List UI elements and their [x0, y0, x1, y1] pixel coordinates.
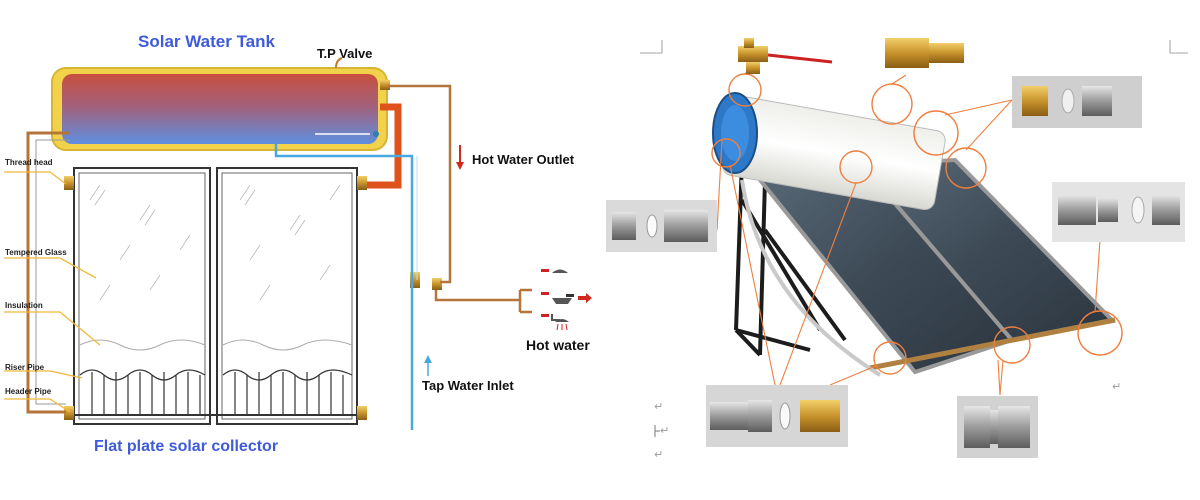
- part-label-riser-pipe: Riser Pipe: [5, 363, 45, 372]
- fitting-bottom-right: [357, 406, 367, 420]
- cold-inlet-pipe: [274, 144, 414, 430]
- collector-panel-right: [216, 167, 358, 425]
- return-pipe-left: [26, 131, 70, 414]
- arrow-right-icon: [578, 293, 592, 303]
- riser-pipes: [79, 369, 353, 415]
- return-mark: ↵: [1112, 380, 1122, 393]
- panel-bottom-header: [869, 317, 1116, 371]
- return-mark: ↵: [660, 424, 670, 437]
- fitting-top-right: [357, 176, 367, 190]
- fitting-bottom-left: [64, 406, 74, 420]
- fitting-tee-2: [432, 278, 442, 290]
- part-leader-lines: [4, 171, 101, 413]
- part-label-insulation: Insulation: [5, 301, 43, 310]
- part-label-tempered-glass: Tempered Glass: [5, 248, 67, 257]
- hot-outlet-label: Hot Water Outlet: [472, 152, 575, 167]
- text-cursor-mark: [654, 425, 660, 437]
- shower-icon: [541, 314, 569, 331]
- fitting-photo-mid-right: [1052, 182, 1185, 242]
- glass-reflection-lines: [89, 184, 341, 301]
- hot-outlet-pipe: [388, 84, 452, 284]
- fitting-photo-bottom-right: [957, 396, 1038, 458]
- fitting-tee: [410, 272, 420, 288]
- hot-water-label: Hot water: [526, 337, 590, 353]
- tap-manifold: [518, 288, 532, 314]
- fitting-photo-mid-left: [606, 200, 717, 252]
- callout-circles: [711, 73, 1123, 375]
- tp-valve-photo: [738, 38, 833, 74]
- return-mark: ↵: [654, 400, 664, 413]
- water-tank: [51, 67, 388, 151]
- return-mark: ↵: [654, 448, 664, 461]
- hot-pipe-collector: [367, 103, 402, 189]
- collector-panel-left: [73, 167, 211, 425]
- fitting-tank-right: [380, 80, 390, 90]
- connecting-pipe: [740, 179, 882, 377]
- mounting-stand: [734, 159, 847, 357]
- collector-title: Flat plate solar collector: [94, 438, 279, 455]
- tap-inlet-arrow-icon: [424, 355, 432, 376]
- brass-fitting-photo: [885, 38, 964, 68]
- faucet-icon: [541, 269, 568, 273]
- fitting-photo-bottom-left: [706, 385, 848, 447]
- bathtub-icon: [541, 292, 574, 304]
- tank-photo: [712, 92, 946, 211]
- tp-valve-label: T.P Valve: [317, 46, 373, 61]
- part-label-thread-head: Thread head: [5, 158, 53, 167]
- insulation-layer: [79, 339, 353, 351]
- tp-valve-stub: [335, 57, 343, 69]
- callout-leader-lines: [716, 59, 1101, 396]
- fitting-top-left: [64, 176, 74, 190]
- tank-title: Solar Water Tank: [138, 32, 275, 51]
- part-label-header-pipe: Header Pipe: [5, 387, 52, 396]
- fitting-photo-top-right: [1012, 76, 1142, 128]
- tap-inlet-label: Tap Water Inlet: [422, 378, 514, 393]
- page-corner-marks: [640, 40, 1188, 54]
- hot-outlet-arrow-icon: [456, 145, 464, 170]
